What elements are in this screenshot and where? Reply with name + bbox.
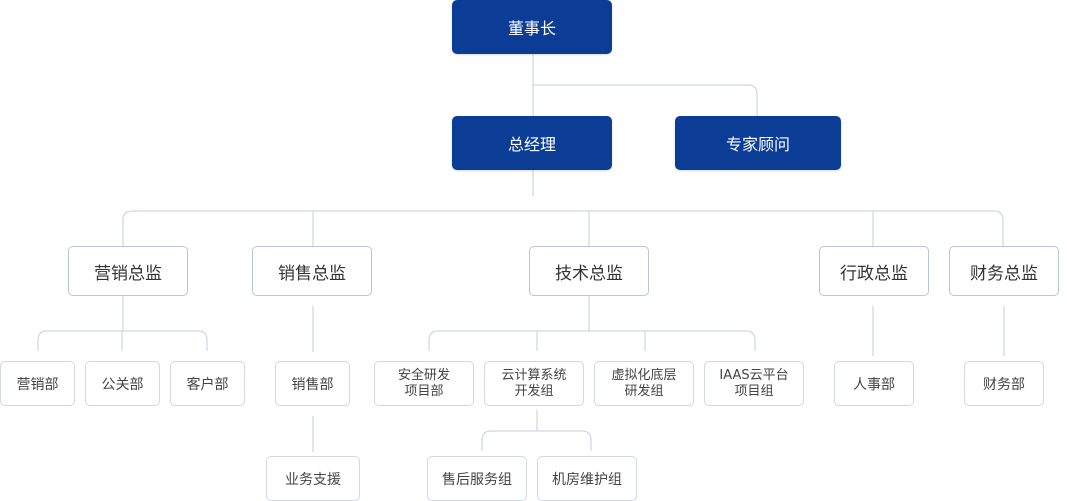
finance-dept-box: 财务部 bbox=[964, 361, 1044, 406]
chairman-box: 董事长 bbox=[452, 0, 612, 54]
after-sales-service-box: 售后服务组 bbox=[427, 456, 527, 501]
business-support-box: 业务支援 bbox=[266, 456, 360, 501]
security-rd-line1: 安全研发 bbox=[397, 367, 450, 383]
cloud-dev-line2: 开发组 bbox=[514, 383, 554, 399]
virtualization-rd-box: 虚拟化底层 研发组 bbox=[594, 361, 694, 406]
sales-director-box: 销售总监 bbox=[252, 246, 372, 296]
pr-dept-box: 公关部 bbox=[85, 361, 160, 406]
customer-dept-box: 客户部 bbox=[170, 361, 245, 406]
marketing-dept-box: 营销部 bbox=[0, 361, 75, 406]
hr-dept-box: 人事部 bbox=[834, 361, 914, 406]
sales-dept-box: 销售部 bbox=[275, 361, 350, 406]
administration-director-box: 行政总监 bbox=[819, 246, 929, 296]
connector bbox=[533, 84, 758, 116]
technology-director-box: 技术总监 bbox=[529, 246, 649, 296]
marketing-director-box: 营销总监 bbox=[68, 246, 188, 296]
security-rd-line2: 项目部 bbox=[404, 383, 444, 399]
cloud-dev-line1: 云计算系统 bbox=[501, 367, 567, 383]
expert-advisor-box: 专家顾问 bbox=[675, 116, 841, 170]
connector bbox=[428, 330, 756, 351]
iaas-line2: 项目组 bbox=[734, 383, 774, 399]
security-rd-project-box: 安全研发 项目部 bbox=[374, 361, 474, 406]
connector bbox=[122, 210, 1004, 246]
connector bbox=[481, 430, 592, 451]
server-room-maintenance-box: 机房维护组 bbox=[537, 456, 637, 501]
cloud-system-dev-box: 云计算系统 开发组 bbox=[484, 361, 584, 406]
iaas-line1: IAAS云平台 bbox=[719, 367, 789, 383]
virtualization-line1: 虚拟化底层 bbox=[611, 367, 677, 383]
finance-director-box: 财务总监 bbox=[949, 246, 1059, 296]
virtualization-line2: 研发组 bbox=[624, 383, 664, 399]
general-manager-box: 总经理 bbox=[452, 116, 612, 170]
iaas-project-box: IAAS云平台 项目组 bbox=[704, 361, 804, 406]
